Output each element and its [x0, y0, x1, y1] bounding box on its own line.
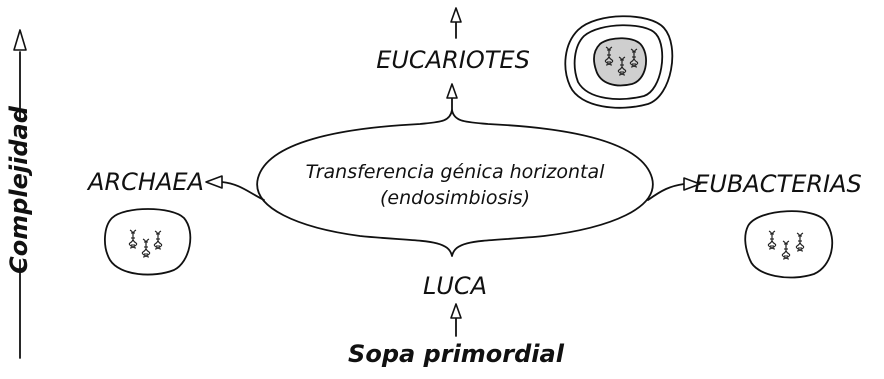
label-eucariotes: EUCARIOTES [376, 46, 530, 74]
complexity-axis: Complejidad [5, 29, 33, 359]
arrow-to-archaea-icon [205, 175, 223, 189]
archaea-cell-icon [104, 208, 192, 276]
dna-icon [781, 240, 791, 260]
eukaryotic-cell-icon [564, 15, 674, 109]
label-archaea: ARCHAEA [86, 168, 204, 196]
branch-to-archaea [221, 181, 265, 201]
arrow-to-luca-icon [450, 303, 462, 319]
central-bubble [256, 109, 654, 257]
dna-icon [767, 230, 777, 250]
label-eubacterias: EUBACTERIAS [694, 170, 862, 198]
dna-icon [795, 232, 805, 252]
nucleus [593, 37, 647, 87]
label-luca: LUCA [423, 272, 487, 300]
label-sopa-primordial: Sopa primordial [348, 340, 565, 368]
axis-arrow-icon [13, 29, 27, 51]
eubacteria-cell-icon [744, 210, 834, 279]
arrow-to-eubacterias-icon [683, 177, 701, 191]
arrow-to-eucariotes-icon [446, 83, 458, 99]
arrow-up-icon [450, 7, 462, 23]
branch-to-eubacterias [647, 183, 685, 201]
center-text-line1: Transferencia génica horizontal [306, 161, 606, 183]
dna-icon [141, 238, 151, 258]
dna-icon [153, 230, 163, 250]
axis-label: Complejidad [5, 105, 33, 274]
dna-icon [128, 229, 138, 249]
center-text-line2: (endosimbiosis) [380, 187, 530, 209]
